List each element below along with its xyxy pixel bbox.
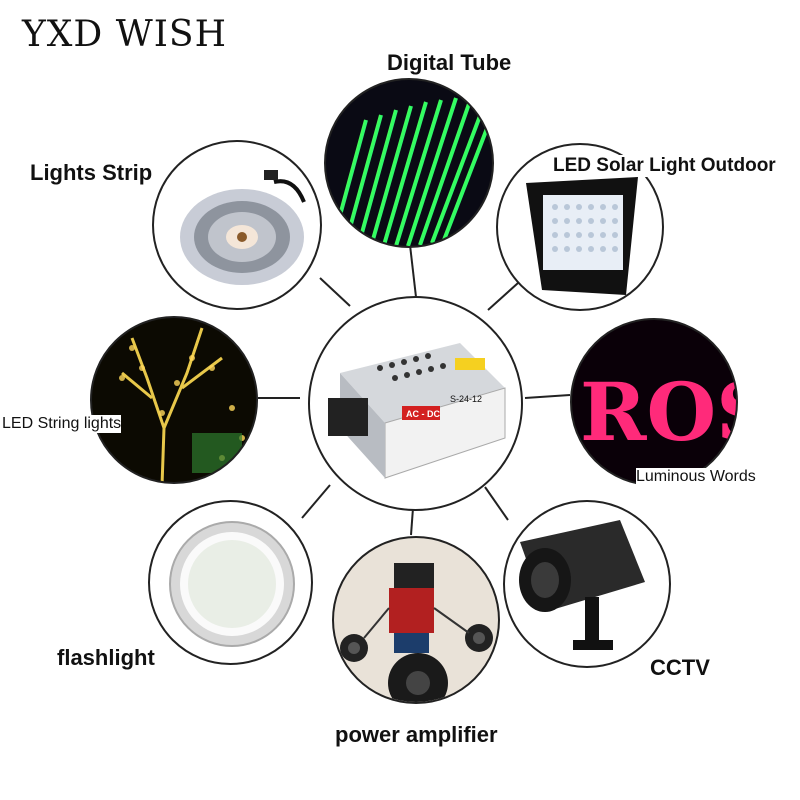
light-strip-photo	[152, 140, 322, 310]
cctv-camera-photo	[503, 500, 671, 668]
label-luminous-words: Luminous Words	[636, 468, 756, 486]
downlight-photo	[148, 500, 313, 665]
power-supply-photo: AC - DC S-24-12	[308, 296, 523, 511]
model-label: S-24-12	[450, 394, 482, 404]
label-cctv: CCTV	[650, 655, 710, 681]
amplifier-board-photo	[332, 536, 500, 704]
label-digital-tube: Digital Tube	[387, 50, 512, 76]
label-led-string-lights: LED String lights	[2, 415, 122, 433]
digital-tube-photo	[324, 78, 494, 248]
label-power-amplifier: power amplifier	[335, 722, 498, 748]
string-lights-photo	[90, 316, 258, 484]
label-flashlight: flashlight	[57, 645, 155, 671]
brand-logo-text: YXD WISH	[22, 14, 227, 55]
ac-dc-label: AC - DC	[406, 409, 440, 419]
luminous-sign-text: ROSE	[580, 365, 738, 459]
luminous-sign-photo: ROSE	[570, 318, 738, 486]
label-led-solar-light-outdoor: LED Solar Light Outdoor	[553, 155, 776, 177]
label-lights-strip: Lights Strip	[30, 160, 153, 186]
